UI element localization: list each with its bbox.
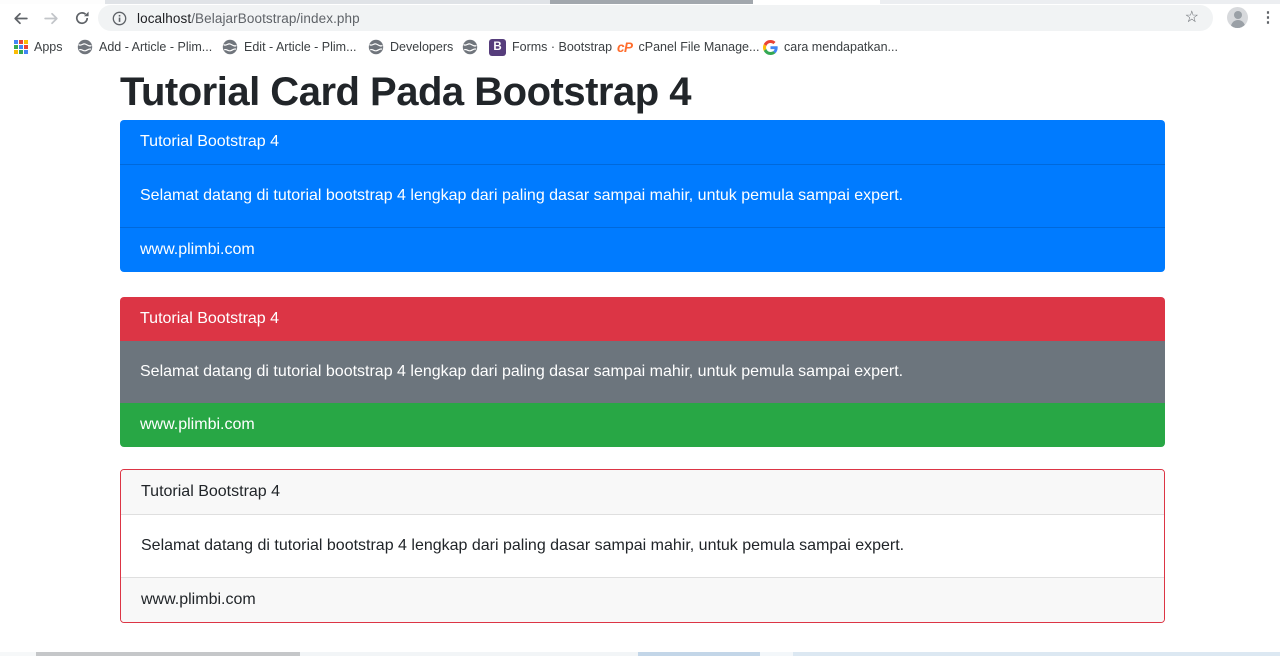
card-footer: www.plimbi.com: [120, 227, 1165, 272]
card-header: Tutorial Bootstrap 4: [120, 120, 1165, 165]
card-header: Tutorial Bootstrap 4: [120, 297, 1165, 341]
card-footer: www.plimbi.com: [121, 577, 1164, 622]
bottom-edge-segment: [793, 652, 1280, 656]
card-body: Selamat datang di tutorial bootstrap 4 l…: [120, 165, 1165, 227]
globe-icon: [368, 39, 384, 55]
web-page: Tutorial Card Pada Bootstrap 4 Tutorial …: [0, 62, 1280, 652]
tab-strip-sliver: [0, 0, 1280, 4]
forward-arrow-icon: [43, 12, 58, 24]
bottom-edge-segment: [760, 652, 793, 656]
card-footer: www.plimbi.com: [120, 403, 1165, 447]
url-host: localhost: [137, 10, 192, 26]
content-container: Tutorial Card Pada Bootstrap 4 Tutorial …: [120, 62, 1165, 623]
avatar-body: [1230, 20, 1245, 28]
card-primary: Tutorial Bootstrap 4 Selamat datang di t…: [120, 120, 1165, 272]
bookmark-label: Developers: [390, 40, 454, 54]
google-g-icon: [763, 39, 778, 55]
url-path: /BelajarBootstrap/index.php: [191, 10, 360, 26]
bookmarks-bar: Apps Add - Article - Plim... Edit - Arti…: [0, 32, 1280, 62]
bookmark-google-search[interactable]: cara mendapatkan...: [761, 35, 900, 59]
bookmark-forms-bootstrap[interactable]: B Forms · Bootstrap: [487, 35, 614, 59]
back-button[interactable]: [7, 5, 33, 31]
card-body: Selamat datang di tutorial bootstrap 4 l…: [120, 341, 1165, 403]
back-arrow-icon: [13, 12, 28, 24]
profile-avatar[interactable]: [1227, 7, 1248, 28]
bookmark-developers[interactable]: Developers: [366, 35, 455, 59]
url-text: localhost/BelajarBootstrap/index.php: [137, 11, 360, 26]
bookmark-cpanel[interactable]: cP cPanel File Manage...: [615, 35, 761, 59]
tab-strip-segment: [550, 0, 753, 4]
refresh-button[interactable]: [69, 5, 95, 31]
globe-icon: [222, 39, 238, 55]
card-body: Selamat datang di tutorial bootstrap 4 l…: [121, 515, 1164, 577]
horizontal-scrollbar-thumb[interactable]: [36, 652, 300, 656]
bookmark-label: Add - Article - Plim...: [99, 40, 213, 54]
page-info-icon[interactable]: [112, 11, 127, 26]
bookmark-label: Apps: [34, 40, 63, 54]
bookmark-label: cPanel File Manage...: [638, 40, 760, 54]
bookmark-edit-article[interactable]: Edit - Article - Plim...: [220, 35, 359, 59]
bookmark-unnamed[interactable]: [460, 35, 486, 59]
horizontal-scrollbar[interactable]: [0, 652, 1280, 656]
browser-toolbar: localhost/BelajarBootstrap/index.php ☆ ⋮: [0, 4, 1280, 32]
browser-menu-icon[interactable]: ⋮: [1260, 9, 1276, 26]
scrollbar-track[interactable]: [0, 652, 36, 656]
bookmark-star-icon[interactable]: ☆: [1184, 9, 1199, 26]
page-title: Tutorial Card Pada Bootstrap 4: [120, 70, 692, 114]
card-outline-danger: Tutorial Bootstrap 4 Selamat datang di t…: [120, 469, 1165, 623]
tab-strip-segment: [753, 0, 880, 4]
bootstrap-b-icon: B: [489, 38, 506, 56]
cpanel-icon: cP: [617, 39, 633, 55]
globe-icon: [462, 39, 478, 55]
refresh-icon: [75, 11, 89, 25]
apps-grid-icon: [14, 40, 28, 54]
address-bar[interactable]: localhost/BelajarBootstrap/index.php ☆: [98, 5, 1213, 31]
bookmark-label: cara mendapatkan...: [784, 40, 898, 54]
forward-button[interactable]: [38, 5, 64, 31]
bookmark-label: Edit - Article - Plim...: [244, 40, 357, 54]
bottom-edge-segment: [638, 652, 760, 656]
card-multicolor: Tutorial Bootstrap 4 Selamat datang di t…: [120, 297, 1165, 447]
card-header: Tutorial Bootstrap 4: [121, 470, 1164, 515]
globe-icon: [77, 39, 93, 55]
tab-strip-segment: [0, 0, 105, 4]
tab-strip-segment: [880, 0, 1280, 4]
bookmark-apps[interactable]: Apps: [12, 35, 65, 59]
bookmark-add-article[interactable]: Add - Article - Plim...: [75, 35, 214, 59]
avatar-head: [1233, 11, 1242, 19]
bookmark-label: Forms · Bootstrap: [512, 40, 613, 54]
